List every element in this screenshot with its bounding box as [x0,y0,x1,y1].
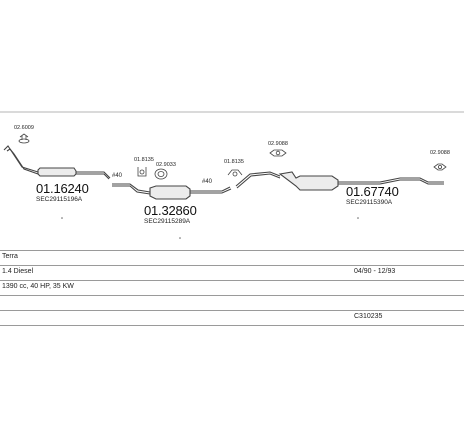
rear-silencer-icon [235,171,444,191]
engine-cell: 1.4 Diesel [2,268,34,275]
flange-code: 02.6009 [14,125,34,131]
exhaust-system-diagram: 02.6009 01.16240 SEC29115196A #40 01.813… [0,111,464,239]
front-pipe-part-number: 01.16240 [36,181,89,196]
table-row [0,295,464,311]
table-row: 1390 cc, 40 HP, 35 KW [0,280,464,296]
connector-1-label: #40 [112,173,123,179]
bracket-2-icon [227,169,243,177]
hanger-code: 02.9088 [268,141,288,147]
table-row: 1.4 Diesel 04/90 - 12/93 [0,265,464,281]
period-cell: 04/90 - 12/93 [354,268,396,275]
table-row: Terra [0,250,464,266]
spec-cell: 1390 cc, 40 HP, 35 KW [2,283,74,290]
front-pipe-icon [3,145,111,180]
table-bottom-line [0,325,464,326]
rear-hanger-icon [433,163,447,171]
middle-silencer-icon [112,183,232,200]
clamp-1-code: 02.9033 [156,162,176,168]
table-row: C310235 [0,310,464,326]
bracket-1-code: 01.8135 [134,157,154,163]
clamp-1-icon [154,168,168,180]
bracket-2-code: 01.8135 [224,159,244,165]
rear-oe-number: SEC29115390A [346,199,393,206]
bracket-1-icon [137,167,147,177]
rear-hanger-code: 02.9088 [430,150,450,156]
rear-part-number: 01.67740 [346,184,399,199]
model-cell: Terra [2,253,18,260]
hanger-icon [269,149,287,157]
catalog-number-cell: C310235 [354,313,383,320]
middle-oe-number: SEC29115289A [144,218,191,225]
connector-2-label: #40 [202,179,213,185]
front-pipe-oe-number: SEC29115196A [36,196,83,203]
flange-gasket-icon [18,133,30,144]
exhaust-drawing [0,111,464,239]
middle-part-number: 01.32860 [144,203,197,218]
